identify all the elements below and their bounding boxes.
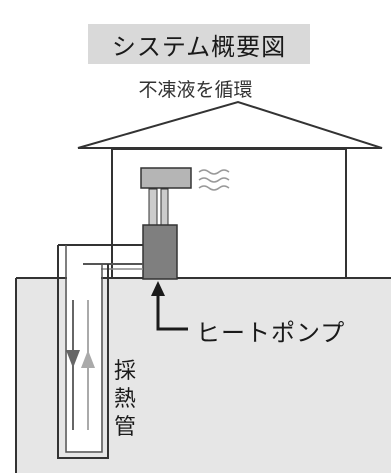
collector-pipe-outer	[57, 245, 109, 459]
collector-pipe-inner	[65, 245, 103, 453]
heat-pump-pointer-arrow	[151, 281, 165, 296]
indoor-connection-pipe-a	[148, 188, 158, 226]
diagram-title: システム概要図	[111, 32, 287, 61]
collector-pipe-label-char: 管	[113, 415, 136, 440]
title-box: システム概要図	[88, 24, 310, 64]
indoor-unit	[140, 167, 192, 189]
heat-pump-unit	[142, 224, 178, 280]
indoor-connection-pipe-b	[160, 188, 169, 226]
flow-up-arrow	[81, 350, 95, 368]
diagram-subtitle: 不凍液を循環	[138, 79, 253, 101]
collector-pipe-label-char: 採	[113, 359, 136, 384]
collector-pipe-label: 採 熱 管	[112, 358, 138, 442]
warm-air-icon	[198, 169, 230, 191]
house-roof	[77, 100, 383, 149]
collector-pipe-label-char: 熱	[113, 387, 136, 412]
flow-down-arrow	[66, 350, 80, 368]
heat-pump-pointer-line	[156, 296, 188, 331]
heat-pump-label: ヒートポンプ	[196, 319, 346, 347]
